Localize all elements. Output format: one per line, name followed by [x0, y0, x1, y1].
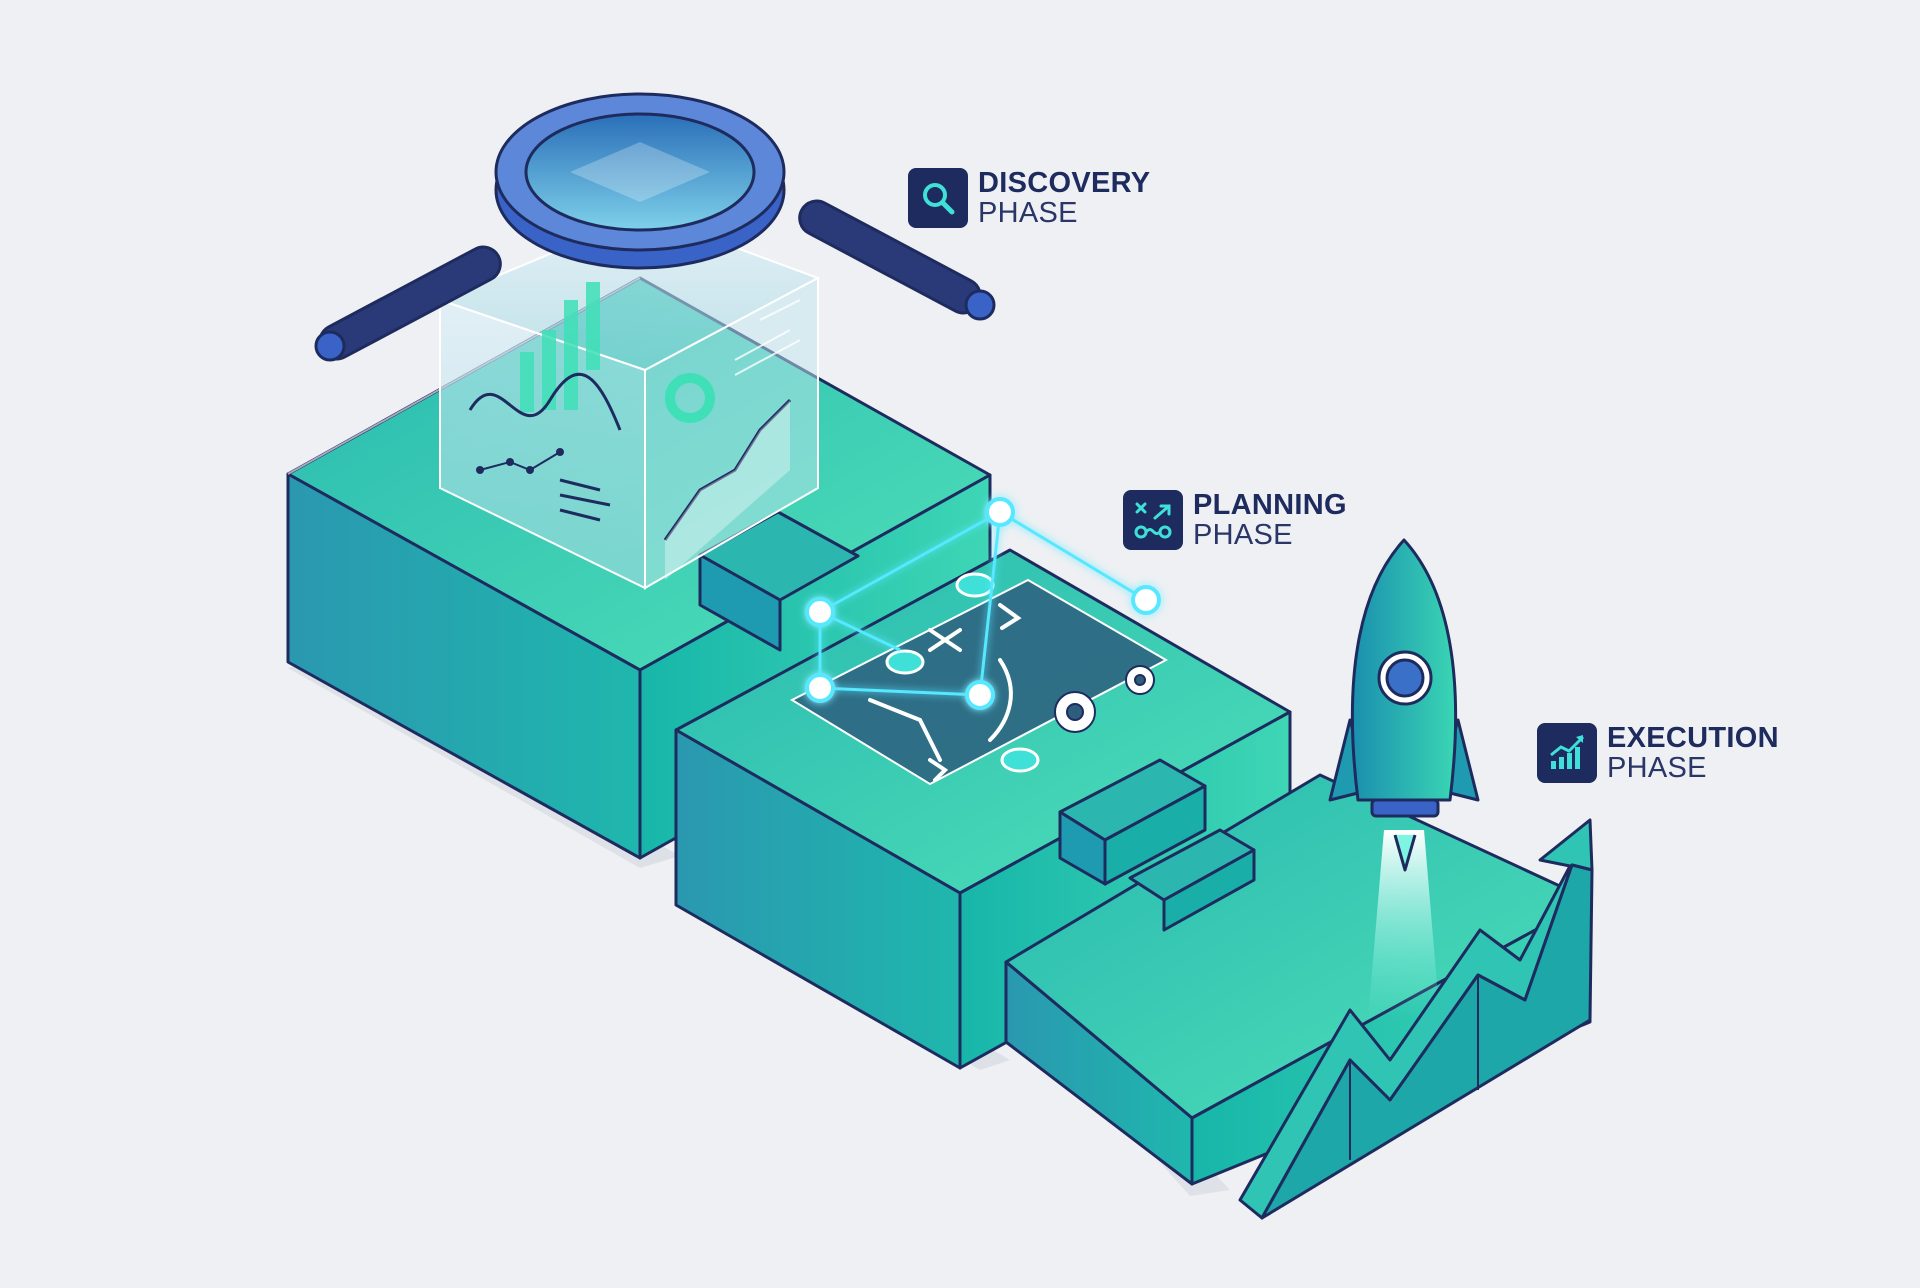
execution-subtitle: PHASE	[1607, 752, 1707, 785]
data-glass-cube	[437, 212, 821, 590]
wave-line-graphic	[468, 372, 622, 431]
discovery-phase-label: DISCOVERY PHASE	[908, 168, 1150, 229]
rocket-graphic	[1328, 538, 1480, 1020]
area-line-graphic	[663, 398, 792, 541]
planning-subtitle: PHASE	[1193, 519, 1293, 552]
magnifier-lens	[524, 112, 756, 232]
growth-arrow	[1238, 818, 1594, 1220]
planning-network	[805, 497, 1161, 710]
execution-phase-label: EXECUTION PHASE	[1537, 723, 1779, 784]
execution-title: EXECUTION	[1607, 722, 1779, 754]
magnifier-icon	[908, 168, 968, 229]
scatter-line-graphic	[479, 451, 561, 472]
magnifier-graphic	[314, 92, 996, 362]
discovery-subtitle: PHASE	[978, 197, 1078, 230]
planning-title: PLANNING	[1193, 489, 1347, 521]
strategy-map-icon	[1123, 490, 1183, 551]
discovery-title: DISCOVERY	[978, 167, 1151, 199]
planning-phase-label: PLANNING PHASE	[1123, 490, 1347, 551]
gear-icon	[1054, 665, 1155, 733]
rocket-flame	[1368, 830, 1440, 1020]
bar-chart-graphic	[520, 282, 600, 412]
growth-chart-icon	[1537, 723, 1597, 784]
donut-graphic	[665, 373, 715, 423]
